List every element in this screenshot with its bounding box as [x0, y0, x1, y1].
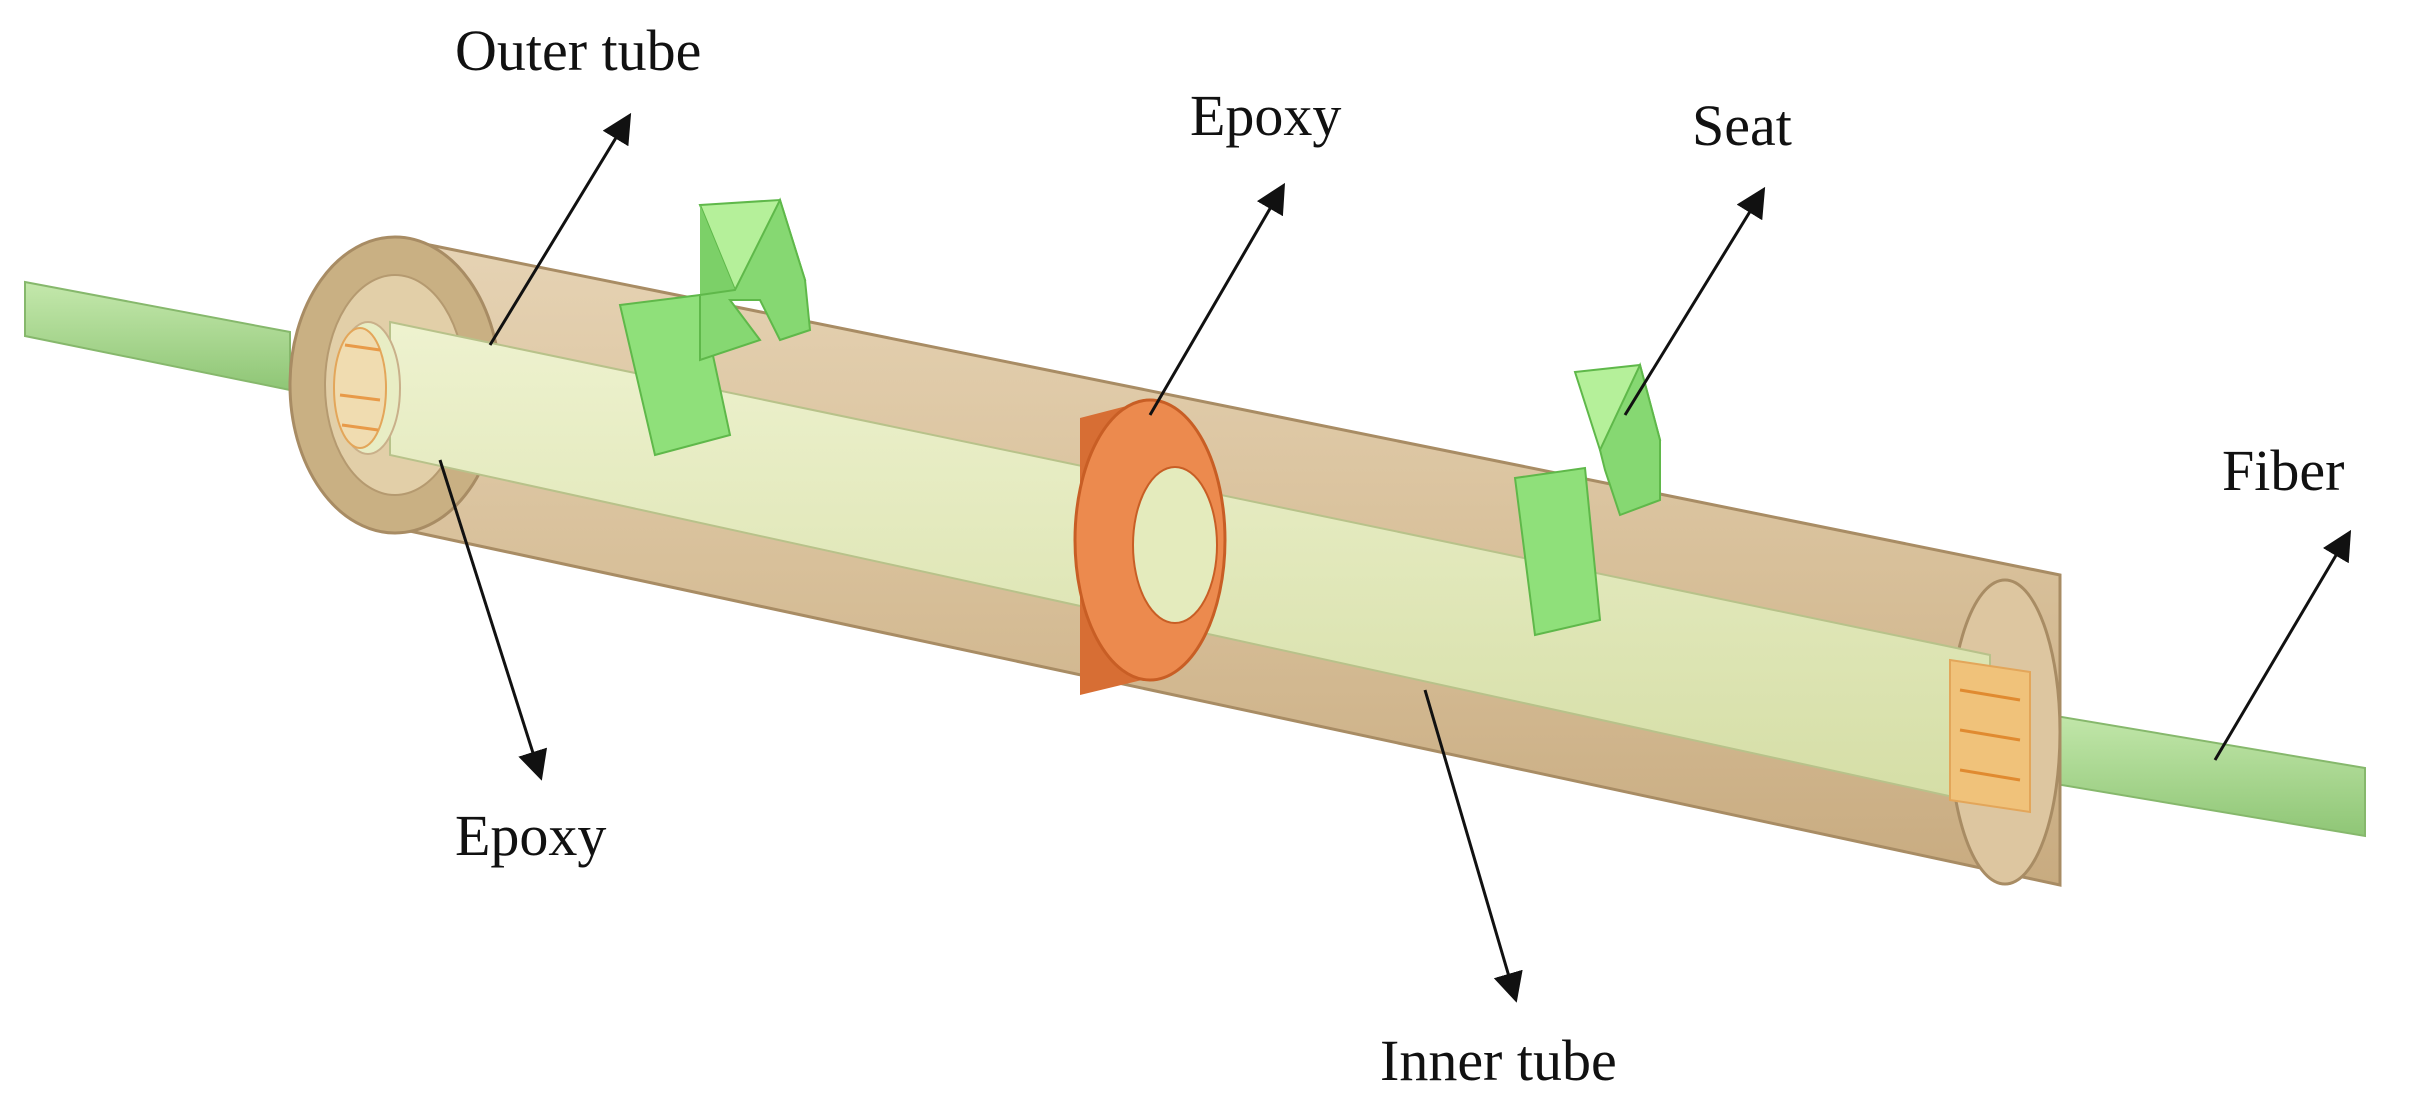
arrow-epoxy-middle — [1148, 182, 1286, 416]
label-seat: Seat — [1692, 93, 1792, 158]
label-fiber: Fiber — [2222, 438, 2344, 503]
label-epoxy-middle: Epoxy — [1190, 83, 1341, 148]
arrow-epoxy-left — [438, 459, 548, 781]
fiber-left — [24, 280, 291, 392]
epoxy-right-plug — [1949, 658, 2031, 814]
arrows — [438, 112, 2352, 1003]
epoxy-ring — [1073, 398, 1227, 695]
label-epoxy-left: Epoxy — [455, 803, 606, 868]
label-inner-tube: Inner tube — [1380, 1028, 1617, 1093]
label-outer-tube: Outer tube — [455, 18, 701, 83]
arrow-outer-tube — [488, 112, 632, 346]
epoxy-left-plug — [333, 327, 387, 449]
arrow-seat — [1623, 186, 1766, 416]
arrow-inner-tube — [1423, 689, 1523, 1003]
fiber-right — [2019, 708, 2366, 838]
seat-right — [1513, 362, 1662, 637]
seat-left — [618, 197, 812, 457]
arrow-fiber — [2213, 529, 2352, 761]
